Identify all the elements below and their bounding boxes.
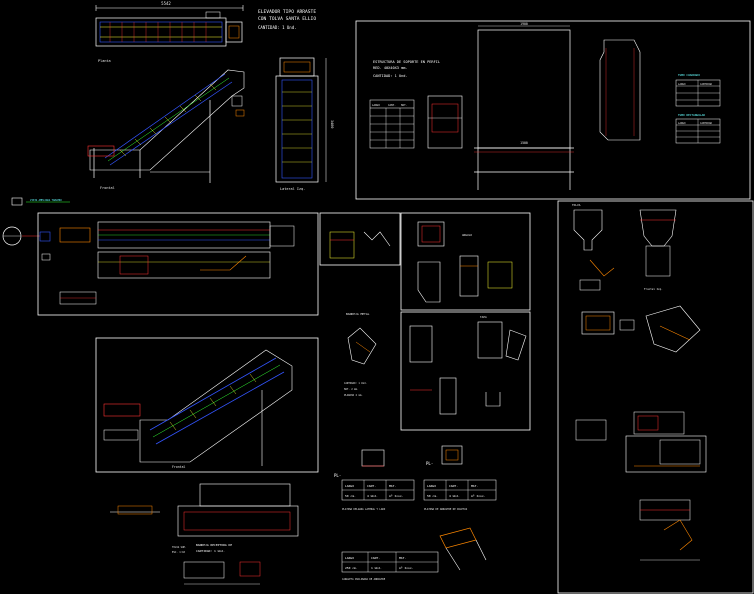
right-table-a-title: TUBO CUADRADO bbox=[678, 73, 700, 77]
plan-view-label: Planta bbox=[98, 59, 111, 63]
plan-view: 5542 Planta bbox=[95, 1, 244, 63]
channel-head-2: CANT. bbox=[371, 556, 380, 560]
plate-right-cell-2: 4 Und. bbox=[449, 494, 460, 498]
tapa-label: TAPA bbox=[480, 315, 487, 319]
detail-frame-hopper bbox=[319, 212, 401, 266]
plate-left-label: PL- bbox=[334, 473, 341, 478]
front-inclined-view: Frontal bbox=[87, 69, 245, 190]
side-view-label: Lateral Izq. bbox=[280, 187, 305, 191]
support-title-1: ESTRUCTURA DE SOPORTE EN PERFIL bbox=[373, 60, 440, 64]
channel-cell-1: 250 cm. bbox=[345, 566, 358, 570]
main-title-block: ELEVADOR TIPO ARRASTE CON TOLVA SANTA EL… bbox=[258, 9, 316, 30]
small-note-1: TOLVA SUP. bbox=[172, 546, 186, 549]
main-title-line1: ELEVADOR TIPO ARRASTE bbox=[258, 9, 316, 15]
main-title-line2: CON TOLVA SANTA ELLIO bbox=[258, 16, 316, 22]
right-table-a-head-2: CANTIDAD bbox=[700, 82, 713, 86]
tray-note-2: MAT. 2 mm. bbox=[344, 388, 358, 391]
right-table-b-head-1: LARGO bbox=[678, 121, 686, 125]
dim-top-label: 5542 bbox=[161, 1, 171, 6]
plate-right-label: PL- bbox=[426, 461, 433, 466]
right-column-frame: TOLVA Frontal Izq. bbox=[557, 200, 754, 594]
plate-left-head-3: MAT. bbox=[389, 484, 396, 488]
tray-detail: BANDEJA METAL CANTIDAD: 1 Und. MAT. 2 mm… bbox=[344, 312, 377, 397]
plate-left-head-1: LARGO bbox=[345, 484, 354, 488]
front-view-label: Frontal bbox=[100, 186, 115, 190]
channel-cell-2: 1 Und. bbox=[371, 566, 382, 570]
detail-frame-angle: ANGULO bbox=[400, 212, 531, 311]
incline-frontal-label: Frontal bbox=[172, 465, 186, 469]
plate-left-caption: PLATINA DELGADA LATERAL Y LADO bbox=[342, 508, 386, 511]
right-column-frontal: Frontal Izq. bbox=[644, 287, 663, 291]
plate-right-caption: PLATINA DE ARRASTRE DE PALETAS bbox=[424, 508, 468, 511]
support-right-table-b: TUBO RECTANGULAR LARGO CANTIDAD bbox=[675, 113, 721, 144]
receiving-tray-caption-1: BANDEJA RECEPTORA DE bbox=[196, 543, 232, 547]
right-column-title: TOLVA bbox=[572, 203, 581, 207]
channel-head-3: MAT. bbox=[399, 556, 406, 560]
left-table-head-2: CANT. bbox=[388, 103, 396, 107]
channel-detail: LARGO CANT. MAT. 250 cm. 1 Und. Aº Inox.… bbox=[341, 527, 487, 581]
tray-note-1: CANTIDAD: 1 Und. bbox=[344, 382, 367, 385]
detail-frame-tapa: TAPA bbox=[400, 311, 531, 431]
left-table-head-1: LARGO bbox=[372, 103, 380, 107]
plate-left-head-2: CANT. bbox=[367, 484, 376, 488]
channel-head-1: LARGO bbox=[345, 556, 354, 560]
plate-left-detail: PL- LARGO CANT. MAT. 50 cm. 4 Und. Aº In… bbox=[334, 449, 415, 511]
tray-label: BANDEJA METAL bbox=[346, 312, 370, 316]
plate-left-cell-2: 4 Und. bbox=[367, 494, 378, 498]
side-height-dim: 3400 bbox=[330, 120, 334, 128]
plate-right-head-2: CANT. bbox=[449, 484, 458, 488]
legend-text: VISTA AMPLIADA TABLERO bbox=[30, 199, 62, 202]
support-right-table-a: TUBO CUADRADO LARGO CANTIDAD bbox=[675, 73, 721, 107]
support-left-table: LARGO CANT. MAT. bbox=[369, 99, 415, 149]
support-dim-a: 1900 bbox=[520, 22, 528, 26]
angle-label: ANGULO bbox=[462, 233, 472, 237]
plate-left-cell-3: Aº Inox. bbox=[389, 494, 404, 498]
plate-right-cell-1: 50 cm. bbox=[427, 494, 438, 498]
plate-right-head-3: MAT. bbox=[471, 484, 478, 488]
plate-left-cell-1: 50 cm. bbox=[345, 494, 356, 498]
plate-right-detail: PL- LARGO CANT. MAT. 50 cm. 4 Und. Aº In… bbox=[423, 445, 497, 511]
right-table-a-head-1: LARGO bbox=[678, 82, 686, 86]
support-title-3: CANTIDAD: 1 Und. bbox=[373, 74, 408, 78]
detail-frame-conveyor bbox=[37, 212, 319, 316]
plate-right-cell-3: Aº Inox. bbox=[471, 494, 486, 498]
support-dim-b: 1500 bbox=[520, 141, 528, 145]
plate-right-head-1: LARGO bbox=[427, 484, 436, 488]
receiving-tray-caption-2: CANTIDAD: 1 Und. bbox=[196, 549, 225, 553]
right-table-b-head-2: CANTIDAD bbox=[700, 121, 713, 125]
legend-line: VISTA AMPLIADA TABLERO bbox=[2, 197, 70, 261]
inclined-conveyor-detail: Frontal bbox=[95, 337, 319, 473]
support-structure-frame: ESTRUCTURA DE SOPORTE EN PERFIL RED. 40X… bbox=[355, 20, 751, 200]
tray-note-3: PLANCHA 2 mm. bbox=[344, 394, 363, 397]
channel-cell-3: Aº Inox. bbox=[399, 566, 414, 570]
small-note-2: ESC. 1:10 bbox=[172, 551, 186, 554]
receiving-tray-views: BANDEJA RECEPTORA DE CANTIDAD: 1 Und. TO… bbox=[110, 483, 299, 585]
right-table-b-title: TUBO RECTANGULAR bbox=[678, 113, 705, 117]
left-table-head-3: MAT. bbox=[401, 103, 407, 107]
side-view: 3400 Lateral Izq. bbox=[275, 57, 334, 191]
main-title-line3: CANTIDAD: 1 Und. bbox=[258, 25, 297, 30]
channel-caption: CANALETA INCLINADA DE ARRASTRE bbox=[342, 578, 386, 581]
support-title-2: RED. 40X40X3 mm. bbox=[373, 66, 408, 70]
